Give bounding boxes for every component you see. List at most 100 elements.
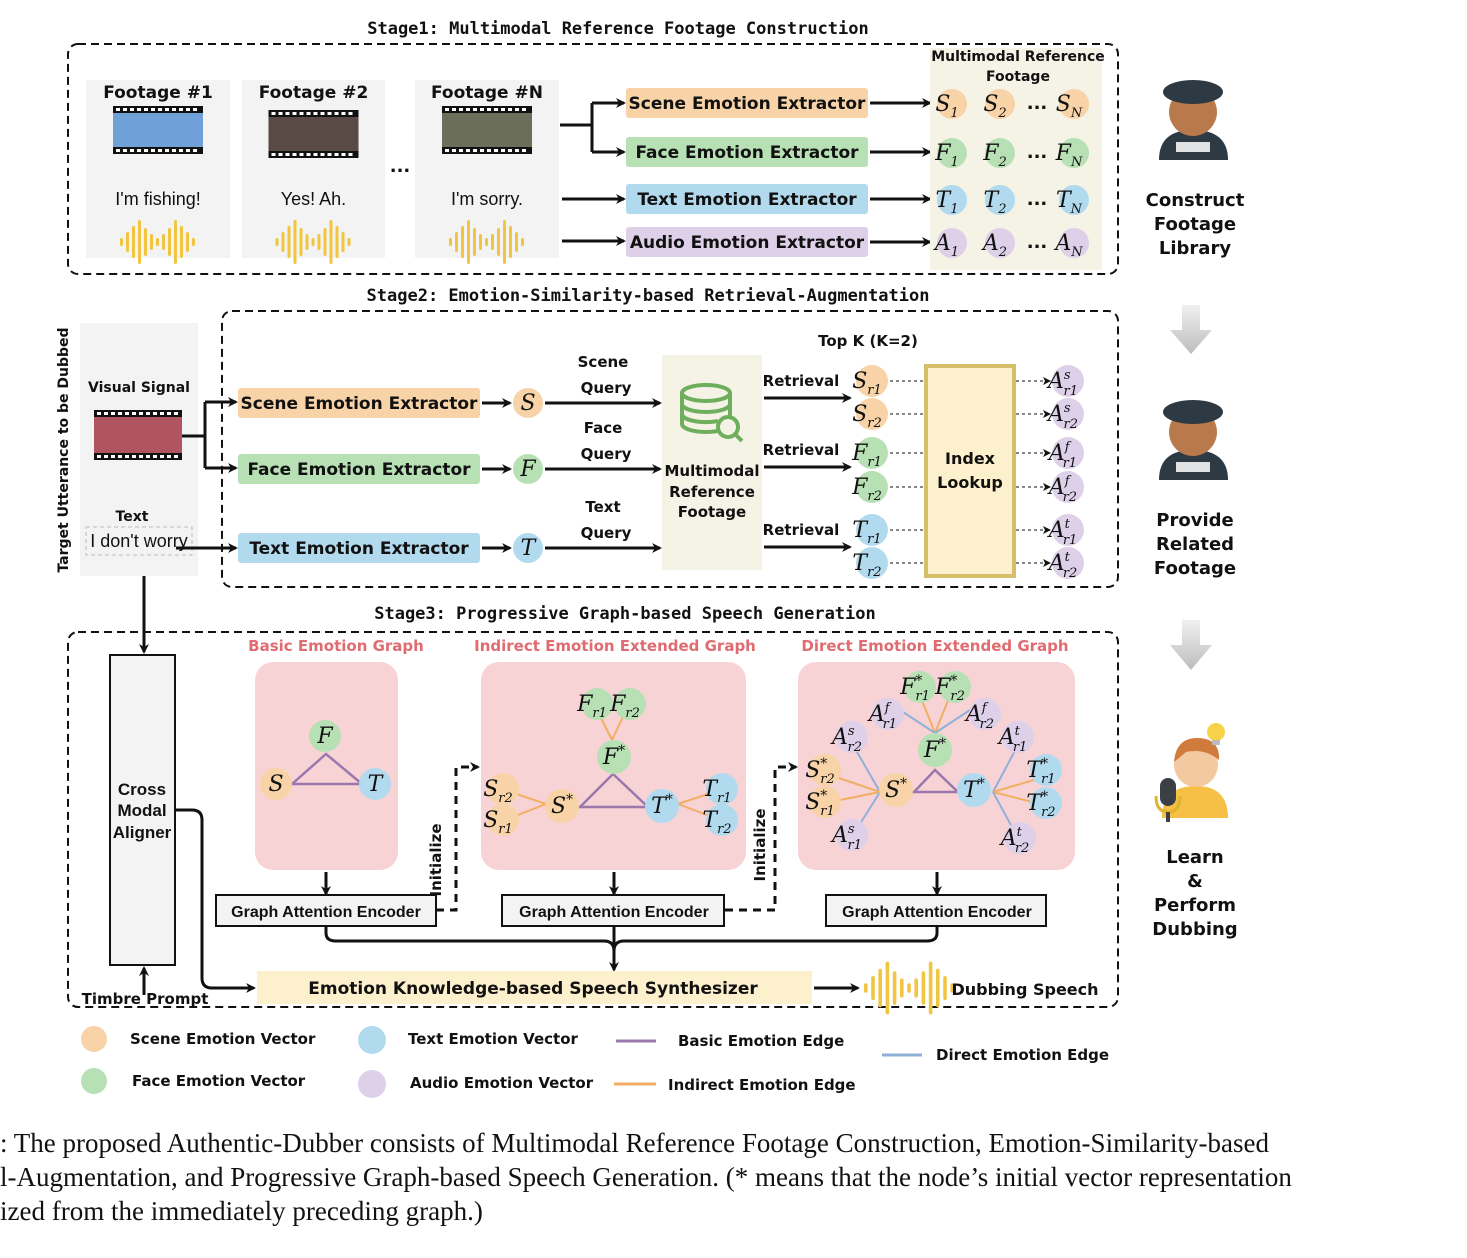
retrieved-node-circle bbox=[856, 471, 888, 503]
library-node: S2 bbox=[983, 89, 1015, 121]
stage1-extractor-0 bbox=[626, 88, 868, 118]
indirect-graph-title: Indirect Emotion Extended Graph bbox=[474, 637, 756, 655]
footage-text: I'm sorry. bbox=[451, 189, 523, 209]
wave-bar bbox=[485, 238, 488, 246]
library-node-label: AN bbox=[1053, 231, 1083, 260]
graph-attention-encoder-2 bbox=[501, 894, 725, 927]
direct-node-Fr1star: F*r1 bbox=[899, 671, 936, 704]
film-hole bbox=[146, 412, 150, 415]
indirect-node-Fr2-circle bbox=[614, 688, 646, 720]
index-lookup-line2: Lookup bbox=[937, 473, 1003, 492]
basic-emotion-edge-triangle bbox=[576, 772, 652, 809]
direct-node-Fr2star: F*r2 bbox=[934, 671, 971, 704]
film-hole bbox=[313, 112, 318, 115]
wave-bar bbox=[878, 968, 882, 1008]
aligner-line2: Modal bbox=[117, 801, 166, 820]
avatar-hair bbox=[1174, 738, 1220, 762]
legend-text-dot bbox=[358, 1026, 386, 1054]
direct-graph-title: Direct Emotion Extended Graph bbox=[801, 637, 1068, 655]
library-node: AN bbox=[1053, 228, 1089, 260]
film-hole bbox=[111, 455, 115, 458]
film-hole bbox=[466, 108, 470, 111]
library-node-label: S1 bbox=[935, 92, 958, 121]
retrieved-node: Tr1 bbox=[852, 514, 888, 547]
film-hole bbox=[494, 149, 498, 152]
film-hole bbox=[172, 108, 176, 111]
film-hole bbox=[334, 112, 339, 115]
library-node: A2 bbox=[981, 228, 1015, 260]
wave-bar bbox=[914, 978, 918, 998]
wave-bar bbox=[275, 238, 279, 246]
film-hole bbox=[139, 412, 143, 415]
footage-film-icon bbox=[268, 110, 359, 158]
avatar-beret bbox=[1163, 400, 1223, 424]
film-image bbox=[113, 113, 203, 147]
query-node-S-label: S bbox=[520, 391, 535, 416]
footage-title: Footage #N bbox=[431, 83, 543, 103]
basic-graph-title: Basic Emotion Graph bbox=[248, 637, 424, 655]
film-hole bbox=[313, 153, 318, 156]
stage1-split-connector bbox=[560, 101, 622, 154]
film-hole bbox=[193, 108, 197, 111]
visual-signal-film-icon bbox=[94, 410, 182, 460]
wave-bar bbox=[305, 234, 309, 250]
query-node-F-label: F bbox=[519, 457, 536, 482]
footage-card-2 bbox=[242, 80, 385, 258]
indirect-node-Fstar: F* bbox=[597, 740, 631, 774]
director-avatar-icon-2 bbox=[1159, 400, 1228, 480]
indirect-node-Tr1-label: Tr1 bbox=[702, 777, 731, 806]
wave-bar bbox=[943, 976, 947, 1000]
retrieved-node: Sr2 bbox=[852, 398, 888, 431]
indirect-node-Sstar-circle bbox=[545, 789, 579, 823]
library-node-circle bbox=[1059, 138, 1089, 168]
text-input-value: I don't worry bbox=[90, 531, 187, 551]
wave-bar bbox=[515, 232, 518, 252]
retrieved-node-circle bbox=[856, 398, 888, 430]
basic-node-T-circle bbox=[359, 768, 391, 800]
aligner-line3: Aligner bbox=[113, 823, 172, 842]
indirect-node-Fr1: Fr1 bbox=[576, 688, 613, 721]
stage1-extractor-label: Scene Emotion Extractor bbox=[629, 94, 867, 114]
film-hole bbox=[271, 153, 276, 156]
legend-audio-label: Audio Emotion Vector bbox=[410, 1074, 594, 1092]
basic-graph-panel bbox=[255, 662, 398, 870]
footage-ellipsis: ... bbox=[390, 156, 411, 177]
film-hole bbox=[327, 153, 332, 156]
direct-node-Sr2star-label: S*r2 bbox=[805, 756, 835, 787]
wave-bar bbox=[335, 226, 339, 258]
library-node-label: FN bbox=[1055, 141, 1083, 170]
stage1-extractor-1 bbox=[626, 137, 868, 167]
wave-bar bbox=[162, 234, 165, 250]
wave-bar bbox=[950, 983, 954, 993]
library-title-line1: Multimodal Reference bbox=[931, 49, 1105, 65]
direct-node-Sr1star-label: S*r1 bbox=[805, 788, 835, 819]
direct-node-Tr1star-circle bbox=[1030, 754, 1062, 786]
film-hole bbox=[473, 149, 477, 152]
direct-node-Tr2star-label: T*r2 bbox=[1026, 789, 1055, 820]
wave-bar bbox=[299, 228, 303, 256]
retrieved-node-circle bbox=[856, 547, 888, 579]
film-hole bbox=[285, 153, 290, 156]
wave-bar bbox=[317, 234, 321, 250]
direct-node-Tstar-circle bbox=[957, 773, 991, 807]
film-hole bbox=[174, 412, 178, 415]
retrieved-node: Sr1 bbox=[852, 365, 888, 398]
film-hole bbox=[97, 455, 101, 458]
stage1-extractor-label: Audio Emotion Extractor bbox=[630, 233, 865, 253]
film-hole bbox=[292, 153, 297, 156]
query-node-F-circle bbox=[513, 454, 543, 484]
stage1-extractor-3 bbox=[626, 227, 868, 257]
text-input-label: Text bbox=[116, 509, 149, 525]
wave-bar bbox=[144, 228, 147, 256]
film-hole bbox=[508, 108, 512, 111]
retrieved-node-label: Tr2 bbox=[852, 551, 881, 580]
direct-node-Fstar-label: F* bbox=[923, 736, 946, 763]
side-caption-step2: Footage bbox=[1154, 558, 1236, 579]
direct-node-Tr2star-circle bbox=[1030, 787, 1062, 819]
film-hole bbox=[278, 153, 283, 156]
film-hole bbox=[320, 112, 325, 115]
direct-node-Tstar: T* bbox=[957, 773, 991, 807]
stage3-title: Stage3: Progressive Graph-based Speech G… bbox=[374, 604, 876, 624]
